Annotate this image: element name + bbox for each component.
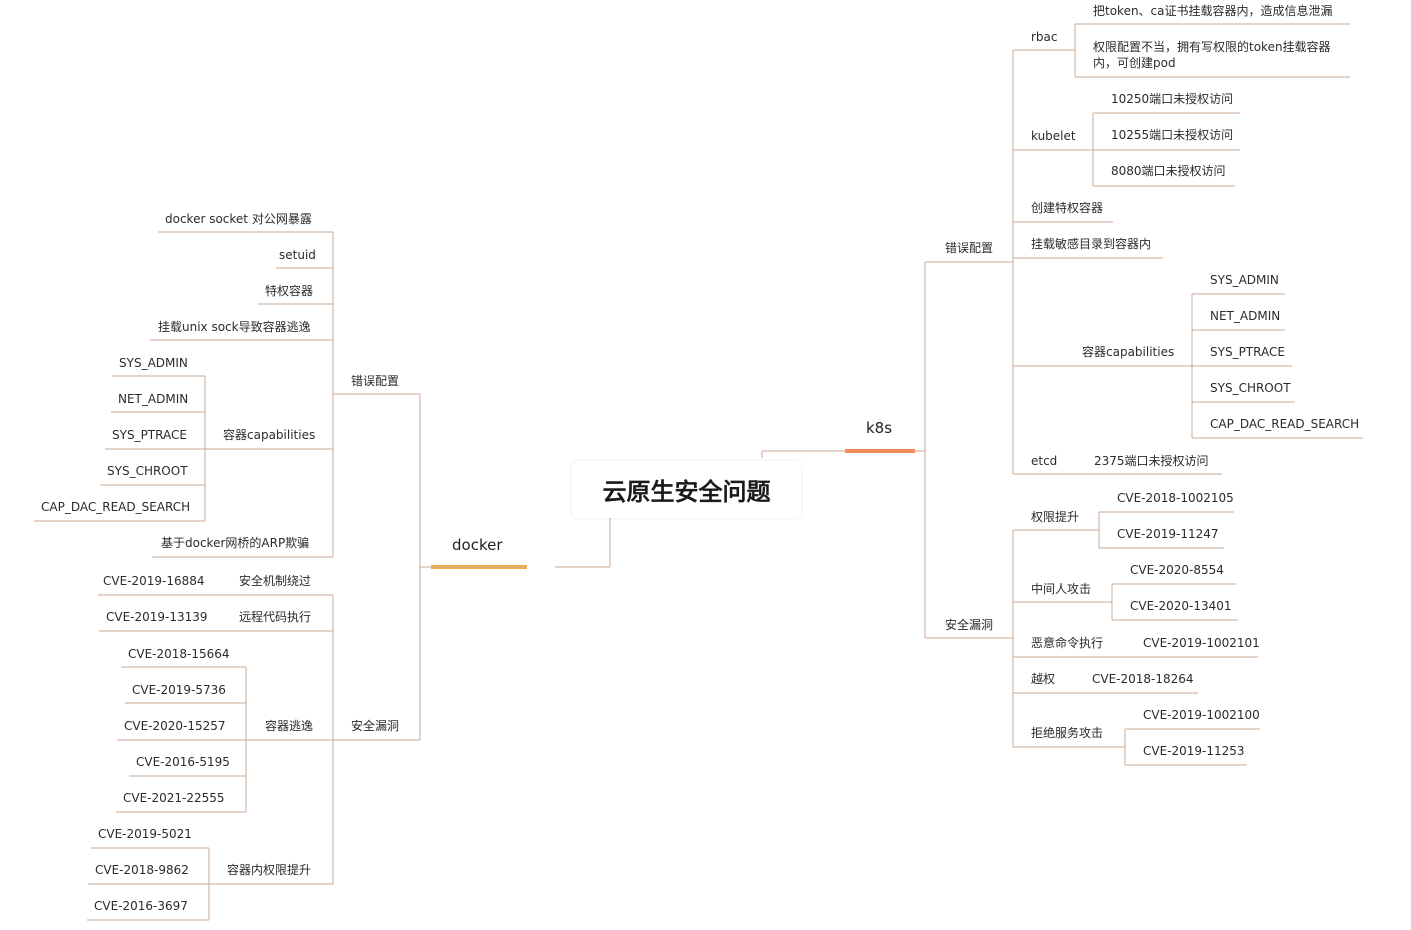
docker-cve-item[interactable]: CVE-2019-5736 (132, 683, 226, 697)
docker-socket-exposed[interactable]: docker socket 对公网暴露 (165, 212, 312, 226)
docker-cap-item[interactable]: SYS_ADMIN (119, 356, 188, 370)
docker-vulns-node[interactable]: 安全漏洞 (351, 719, 400, 733)
k8s-kubelet-item[interactable]: 10250端口未授权访问 (1111, 92, 1234, 106)
docker-node[interactable]: docker (452, 536, 503, 554)
k8s-mitm-node[interactable]: 中间人攻击 (1031, 582, 1092, 596)
k8s-overreach-node[interactable]: 越权 (1031, 672, 1056, 686)
k8s-cve-item[interactable]: CVE-2020-8554 (1130, 563, 1224, 577)
docker-cap-item[interactable]: SYS_PTRACE (112, 428, 187, 442)
docker-unix-sock-escape[interactable]: 挂载unix sock导致容器逃逸 (158, 320, 311, 334)
docker-privileged-container[interactable]: 特权容器 (265, 284, 314, 298)
docker-cve-item[interactable]: CVE-2020-15257 (124, 719, 226, 733)
docker-privesc-node[interactable]: 容器内权限提升 (227, 863, 312, 877)
k8s-cap-item[interactable]: SYS_CHROOT (1210, 381, 1291, 395)
k8s-capabilities-node[interactable]: 容器capabilities (1082, 345, 1175, 359)
docker-arp-spoofing[interactable]: 基于docker网桥的ARP欺骗 (161, 536, 310, 550)
k8s-kubelet-item[interactable]: 10255端口未授权访问 (1111, 128, 1234, 142)
k8s-kubelet-item[interactable]: 8080端口未授权访问 (1111, 164, 1226, 178)
docker-cap-item[interactable]: CAP_DAC_READ_SEARCH (41, 500, 191, 514)
k8s-rbac-node[interactable]: rbac (1031, 30, 1058, 44)
docker-cve-item[interactable]: CVE-2018-9862 (95, 863, 189, 877)
k8s-vulns-node[interactable]: 安全漏洞 (945, 618, 994, 632)
k8s-cve-item[interactable]: CVE-2019-1002101 (1143, 636, 1260, 650)
k8s-misconfig-node[interactable]: 错误配置 (945, 241, 994, 255)
k8s-cap-item[interactable]: NET_ADMIN (1210, 309, 1281, 323)
k8s-rbac-item[interactable]: 权限配置不当，拥有写权限的token挂载容器内，可创建pod (1093, 40, 1331, 70)
docker-cve-item[interactable]: CVE-2016-5195 (136, 755, 230, 769)
k8s-cap-item[interactable]: SYS_PTRACE (1210, 345, 1285, 359)
k8s-cve-item[interactable]: CVE-2018-18264 (1092, 672, 1194, 686)
k8s-cve-item[interactable]: CVE-2019-11253 (1143, 744, 1245, 758)
docker-setuid[interactable]: setuid (279, 248, 316, 262)
k8s-cap-item[interactable]: SYS_ADMIN (1210, 273, 1279, 287)
docker-cap-item[interactable]: SYS_CHROOT (107, 464, 188, 478)
docker-cve-item[interactable]: CVE-2019-13139 (106, 610, 208, 624)
k8s-cve-item[interactable]: CVE-2018-1002105 (1117, 491, 1234, 505)
root-node[interactable]: 云原生安全问题 (572, 461, 801, 518)
k8s-dos-node[interactable]: 拒绝服务攻击 (1031, 726, 1104, 740)
docker-cve-item[interactable]: CVE-2021-22555 (123, 791, 225, 805)
k8s-rbac-item[interactable]: 把token、ca证书挂载容器内，造成信息泄漏 (1093, 4, 1333, 18)
k8s-etcd-item[interactable]: 2375端口未授权访问 (1094, 454, 1209, 468)
root-title: 云原生安全问题 (602, 478, 771, 506)
k8s-node[interactable]: k8s (866, 419, 893, 437)
docker-cve-item[interactable]: CVE-2016-3697 (94, 899, 188, 913)
docker-cve-item[interactable]: CVE-2019-16884 (103, 574, 205, 588)
docker-capabilities-node[interactable]: 容器capabilities (223, 428, 316, 442)
docker-misconfig-node[interactable]: 错误配置 (351, 374, 400, 388)
k8s-etcd-node[interactable]: etcd (1031, 454, 1058, 468)
k8s-privileged-container[interactable]: 创建特权容器 (1031, 201, 1104, 215)
k8s-cve-item[interactable]: CVE-2019-11247 (1117, 527, 1219, 541)
docker-cap-item[interactable]: NET_ADMIN (118, 392, 189, 406)
k8s-privesc-node[interactable]: 权限提升 (1031, 510, 1080, 524)
k8s-cap-item[interactable]: CAP_DAC_READ_SEARCH (1210, 417, 1360, 431)
docker-escape-node[interactable]: 容器逃逸 (265, 719, 314, 733)
docker-rce-node[interactable]: 远程代码执行 (239, 610, 312, 624)
k8s-sensitive-mount[interactable]: 挂载敏感目录到容器内 (1031, 237, 1152, 251)
k8s-kubelet-node[interactable]: kubelet (1031, 129, 1076, 143)
docker-cve-item[interactable]: CVE-2018-15664 (128, 647, 230, 661)
k8s-cve-item[interactable]: CVE-2020-13401 (1130, 599, 1232, 613)
k8s-rce-node[interactable]: 恶意命令执行 (1031, 636, 1104, 650)
k8s-cve-item[interactable]: CVE-2019-1002100 (1143, 708, 1260, 722)
docker-cve-item[interactable]: CVE-2019-5021 (98, 827, 192, 841)
docker-bypass-node[interactable]: 安全机制绕过 (239, 574, 312, 588)
